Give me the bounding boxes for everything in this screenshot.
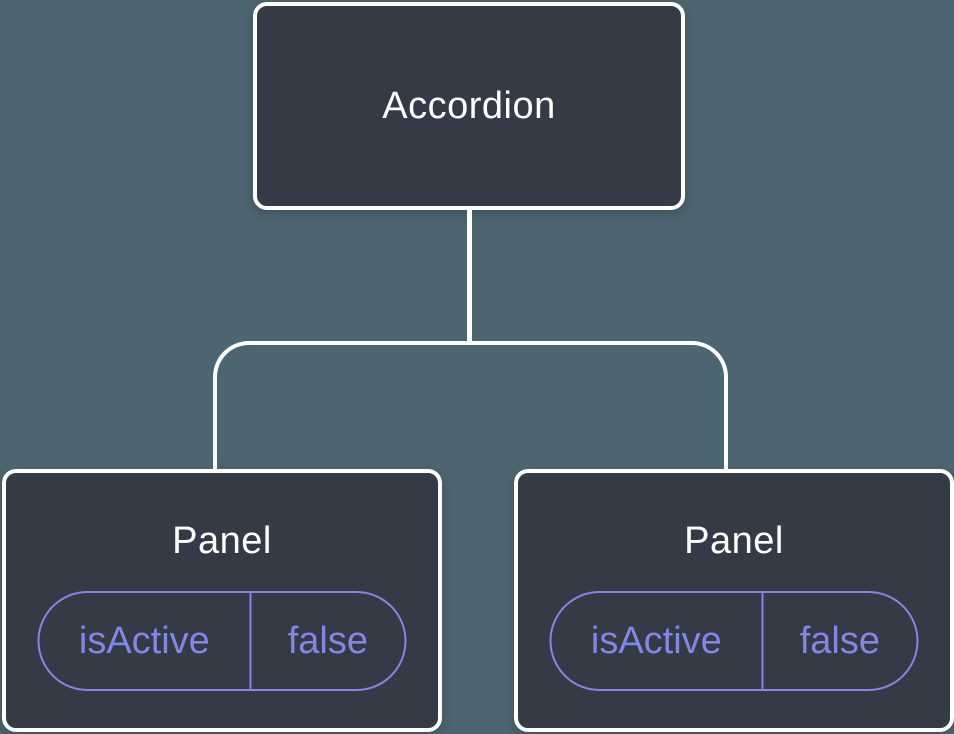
state-value-label: false	[799, 619, 880, 662]
tree-connector-branch	[213, 341, 728, 473]
panel-node-left: Panel isActive false	[2, 469, 442, 732]
state-key-cell: isActive	[40, 593, 252, 689]
state-pill: isActive false	[549, 591, 919, 691]
state-value-cell: false	[251, 593, 404, 689]
accordion-node-label: Accordion	[382, 84, 556, 127]
state-pill: isActive false	[37, 591, 407, 691]
state-key-label: isActive	[78, 619, 210, 662]
state-key-cell: isActive	[552, 593, 764, 689]
state-key-label: isActive	[590, 619, 722, 662]
panel-node-label: Panel	[172, 520, 272, 562]
state-value-label: false	[287, 619, 368, 662]
panel-node-label: Panel	[684, 520, 784, 562]
panel-node-right: Panel isActive false	[514, 469, 954, 732]
state-value-cell: false	[763, 593, 916, 689]
tree-connector-stem	[467, 210, 472, 344]
accordion-node: Accordion	[253, 2, 685, 210]
